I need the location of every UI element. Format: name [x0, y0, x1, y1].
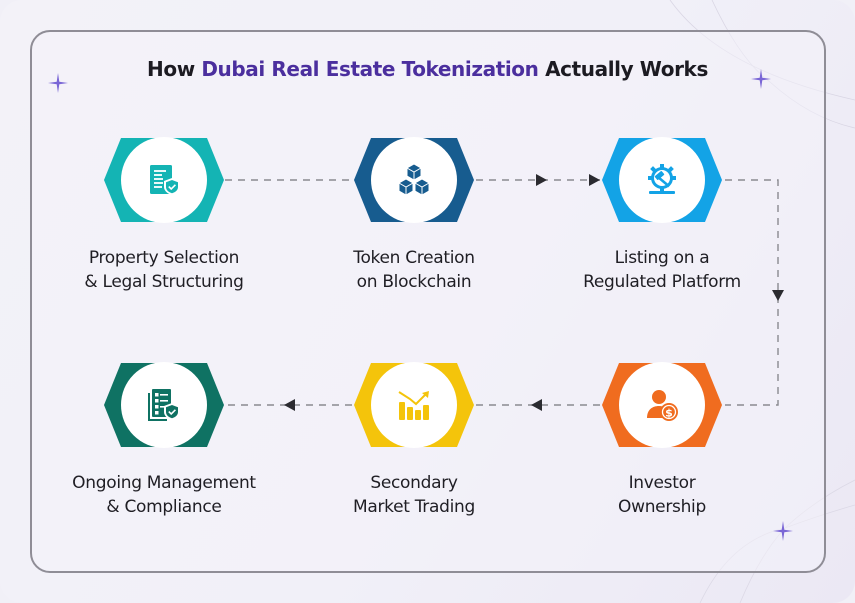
- bar-chart-trend-icon: [398, 391, 429, 420]
- gear-gavel-icon: [648, 164, 676, 194]
- arrow-down-icon: [772, 290, 784, 301]
- icon-disc: [371, 137, 457, 223]
- checklist-shield-icon: [148, 389, 180, 421]
- arrow-right-icon: [589, 174, 600, 186]
- step-label: Ongoing Management & Compliance: [72, 473, 256, 517]
- document-shield-icon: [150, 165, 180, 195]
- arrow-right-icon: [536, 174, 547, 186]
- cubes-icon: [398, 163, 430, 196]
- content-frame: [30, 30, 826, 573]
- step-label: Token Creation on Blockchain: [353, 248, 475, 292]
- arrow-left-icon: [284, 399, 295, 411]
- title-suffix: Actually Works: [538, 57, 708, 81]
- step-label: Listing on a Regulated Platform: [583, 248, 741, 292]
- step-investor-ownership: $ Investor Ownership: [562, 361, 762, 517]
- icon-disc: [619, 137, 705, 223]
- step-ongoing-management: Ongoing Management & Compliance: [64, 361, 264, 517]
- title-highlight: Dubai Real Estate Tokenization: [201, 57, 539, 81]
- step-property-selection: Property Selection & Legal Structuring: [64, 136, 264, 292]
- user-dollar-icon: $: [647, 390, 678, 421]
- step-secondary-trading: Secondary Market Trading: [314, 361, 514, 517]
- step-listing-platform: Listing on a Regulated Platform: [562, 136, 762, 292]
- arrow-left-icon: [531, 399, 542, 411]
- step-badge: [103, 136, 225, 224]
- title-prefix: How: [147, 57, 202, 81]
- connector-3-4: [725, 179, 779, 406]
- step-token-creation: Token Creation on Blockchain: [314, 136, 514, 292]
- step-label: Investor Ownership: [618, 473, 706, 517]
- page-title: How Dubai Real Estate Tokenization Actua…: [0, 57, 855, 81]
- icon-disc: [371, 362, 457, 448]
- step-label: Secondary Market Trading: [352, 473, 475, 517]
- step-badge: $: [601, 361, 723, 449]
- step-badge: [601, 136, 723, 224]
- icon-disc: [121, 362, 207, 448]
- step-badge: [103, 361, 225, 449]
- step-badge: [353, 361, 475, 449]
- step-label: Property Selection & Legal Structuring: [84, 248, 244, 292]
- icon-disc: $: [619, 362, 705, 448]
- step-badge: [353, 136, 475, 224]
- svg-text:$: $: [665, 407, 673, 420]
- icon-disc: [121, 137, 207, 223]
